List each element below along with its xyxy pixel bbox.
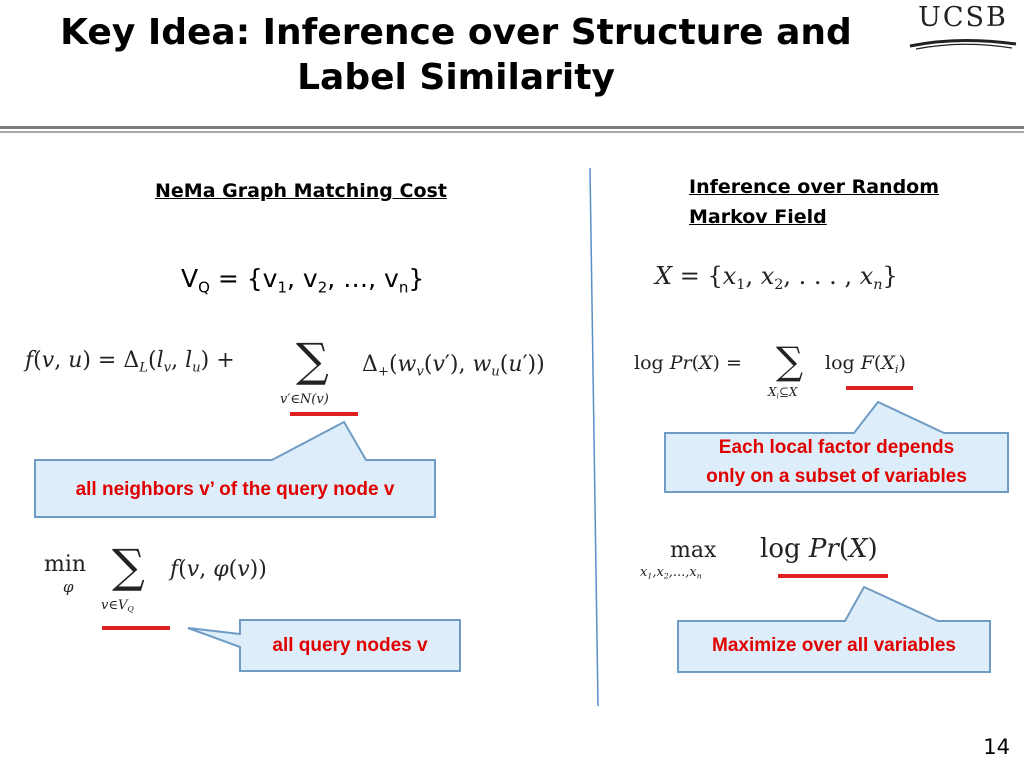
local-factor-term: log F(Xi) xyxy=(825,352,906,376)
callout-query-nodes-text: all query nodes v xyxy=(272,635,428,656)
sum-symbol-factors: ∑ xyxy=(776,339,804,383)
objective-term: f(v, φ(v)) xyxy=(170,557,267,582)
max-objective-term: log Pr(X) xyxy=(760,534,878,564)
query-vertex-set: VQ = {v1, v2, …, vn} xyxy=(181,264,425,297)
underline-local-factor xyxy=(846,386,913,390)
sum-symbol-query-nodes: ∑ xyxy=(112,539,145,593)
title-rule-thick xyxy=(0,126,1024,129)
callout-local-factor-line-2: only on a subset of variables xyxy=(706,466,967,487)
title-line-2: Label Similarity xyxy=(297,57,615,98)
right-heading-line-2: Markov Field xyxy=(689,206,827,228)
slide-title: Key Idea: Inference over Structure and L… xyxy=(0,10,912,100)
variable-set-formula: X = {x1, x2, . . . , xn} xyxy=(655,262,898,294)
max-subscript: x1,x2,...,xn xyxy=(640,565,702,581)
sum-subscript-neighbors: v′∈N(v) xyxy=(280,392,329,407)
right-heading: Inference over Random Markov Field xyxy=(689,172,939,232)
title-rule-thin xyxy=(0,131,1024,133)
callout-maximize-text: Maximize over all variables xyxy=(712,635,956,656)
logo-swoosh-icon xyxy=(909,38,1017,50)
min-subscript-phi: φ xyxy=(63,578,74,596)
sum-subscript-factors: Xi⊆X xyxy=(768,385,798,401)
callout-local-factor-text: Each local factor depends only on a subs… xyxy=(665,433,1008,491)
log-prob-lhs: log Pr(X) = xyxy=(634,352,742,374)
underline-max-objective xyxy=(778,574,888,578)
logo-text: UCSB xyxy=(918,2,1008,33)
title-line-1: Key Idea: Inference over Structure and xyxy=(60,12,852,53)
callout-neighbors-text: all neighbors v’ of the query node v xyxy=(75,479,395,500)
callout-local-factor-line-1: Each local factor depends xyxy=(718,437,955,458)
sum-symbol-neighbors: ∑ xyxy=(296,333,329,387)
ucsb-logo: UCSB xyxy=(908,2,1018,52)
underline-query-nodes xyxy=(102,626,170,630)
left-heading: NeMa Graph Matching Cost xyxy=(155,180,447,202)
page-number: 14 xyxy=(983,735,1010,759)
underline-neighbors xyxy=(290,412,358,416)
sum-subscript-query-nodes: v∈VQ xyxy=(101,598,134,614)
neighbor-term: Δ+(wv(v′), wu(u′)) xyxy=(362,352,545,380)
max-operator: max xyxy=(670,538,717,563)
right-heading-line-1: Inference over Random xyxy=(689,176,940,198)
matching-cost-formula: f(v, u) = ΔL(lv, lu) + xyxy=(25,348,235,376)
min-operator: min xyxy=(44,552,87,577)
